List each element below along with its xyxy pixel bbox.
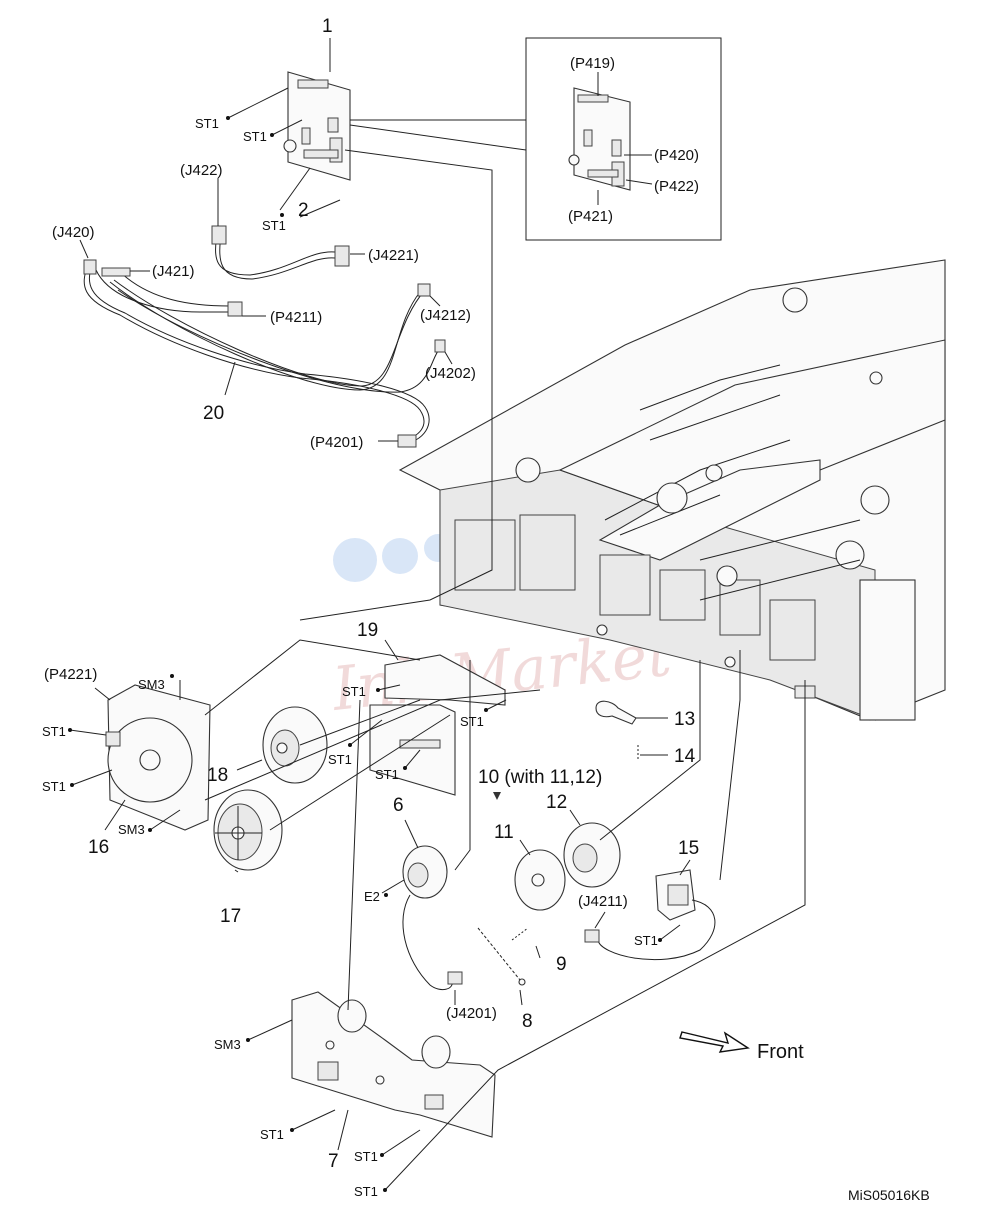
label-part-20: 20	[203, 403, 224, 424]
label-p4211: (P4211)	[270, 309, 322, 326]
label-part-6: 6	[393, 795, 404, 816]
label-p422: (P422)	[654, 178, 699, 195]
label-part-7: 7	[328, 1151, 339, 1172]
label-part-18: 18	[207, 765, 228, 786]
label-part-10: 10 (with 11,12)	[478, 767, 602, 788]
label-sm3: SM3	[214, 1037, 241, 1052]
label-part-1: 1	[322, 16, 333, 37]
figure-code: MiS05016KB	[848, 1187, 930, 1203]
label-part-2: 2	[298, 200, 309, 221]
label-p421: (P421)	[568, 208, 613, 225]
label-part-8: 8	[522, 1011, 533, 1032]
label-part-11: 11	[494, 822, 514, 843]
label-st1: ST1	[354, 1149, 378, 1164]
part-number-labels: 1 2 6 7 8 9 10 (with 11,12) 11 12 13 14 …	[88, 16, 699, 1172]
front-label: Front	[757, 1041, 804, 1063]
part-6-clutch	[402, 845, 463, 991]
pointer-arrow-icon	[493, 792, 501, 800]
harness-assembly	[83, 225, 446, 448]
label-j421: (J421)	[152, 263, 195, 280]
part-7-bracket	[291, 991, 496, 1138]
leader-lines	[69, 38, 806, 1191]
label-st1: ST1	[634, 933, 658, 948]
label-j4202: (J4202)	[425, 365, 476, 382]
label-e2: E2	[364, 889, 380, 904]
part-16-motor	[105, 684, 211, 831]
label-st1: ST1	[354, 1184, 378, 1199]
label-sm3: SM3	[138, 677, 165, 692]
front-arrow	[679, 1031, 750, 1053]
label-part-16: 16	[88, 837, 109, 858]
label-j4201: (J4201)	[446, 1005, 497, 1022]
label-st1: ST1	[328, 752, 352, 767]
label-p419: (P419)	[570, 55, 615, 72]
label-part-17: 17	[220, 906, 241, 927]
label-st1: ST1	[42, 779, 66, 794]
part-8-spring	[477, 927, 526, 986]
label-st1: ST1	[243, 129, 267, 144]
label-st1: ST1	[460, 714, 484, 729]
part-15-solenoid	[584, 869, 716, 961]
part-17-gear	[213, 789, 283, 871]
label-st1: ST1	[342, 684, 366, 699]
part-9-spring	[511, 927, 529, 941]
label-part-15: 15	[678, 838, 699, 859]
label-part-12: 12	[546, 792, 567, 813]
connector-labels: (P419) (P420) (P422) (P421) (J422) (J420…	[44, 55, 699, 1022]
label-st1: ST1	[42, 724, 66, 739]
label-p420: (P420)	[654, 147, 699, 164]
label-j4221: (J4221)	[368, 247, 419, 264]
part-12-gear	[563, 822, 621, 888]
label-st1: ST1	[260, 1127, 284, 1142]
part-18-gear	[262, 706, 328, 784]
label-st1: ST1	[195, 116, 219, 131]
label-st1: ST1	[375, 767, 399, 782]
label-p4201: (P4201)	[310, 434, 363, 451]
label-j420: (J420)	[52, 224, 95, 241]
screw-dots	[68, 116, 662, 1192]
label-sm3: SM3	[118, 822, 145, 837]
inset-box	[525, 37, 722, 241]
label-part-19: 19	[357, 620, 378, 641]
label-part-9: 9	[556, 954, 567, 975]
part-19-bracket	[369, 654, 506, 796]
label-p4221: (P4221)	[44, 666, 97, 683]
label-j4211: (J4211)	[578, 893, 628, 910]
part-1-pwb	[283, 71, 351, 181]
part-11-gear	[514, 849, 566, 911]
screw-labels: ST1 ST1 ST1 SM3 ST1 ST1 SM3 ST1 ST1 ST1 …	[42, 116, 658, 1199]
label-j422: (J422)	[180, 162, 223, 179]
label-st1: ST1	[262, 218, 286, 233]
part-13-lever	[595, 700, 637, 725]
label-part-14: 14	[674, 746, 696, 767]
main-frame-assembly	[398, 259, 946, 721]
label-part-13: 13	[674, 709, 695, 730]
label-j4212: (J4212)	[420, 307, 471, 324]
